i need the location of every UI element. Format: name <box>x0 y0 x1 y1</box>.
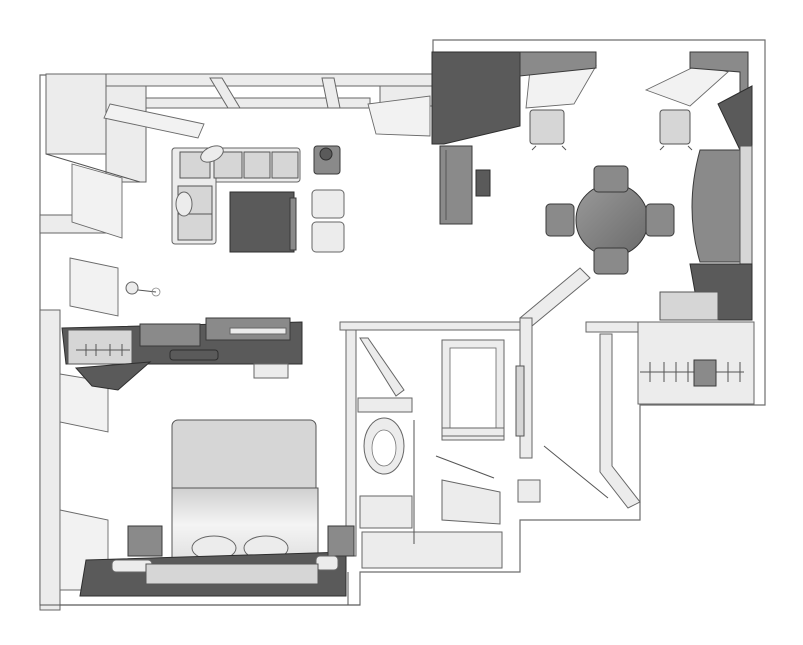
dining-set <box>529 109 693 275</box>
curtain-left-upper <box>71 163 123 239</box>
dining-wall-dark <box>431 51 753 151</box>
diagonal-wall <box>519 267 591 459</box>
bed <box>79 419 355 597</box>
kitchen-counter <box>439 145 491 225</box>
curtain-top-center <box>367 95 431 137</box>
banquette <box>659 145 753 321</box>
left-column <box>39 73 147 611</box>
top-window-frame <box>99 73 434 109</box>
curtain-dining-right <box>644 63 729 107</box>
bedroom-storage <box>61 317 303 391</box>
bedroom-bottom-wall <box>40 572 360 606</box>
curtain-left-mid <box>69 257 119 317</box>
living-furniture <box>125 145 345 297</box>
sofa <box>171 145 301 245</box>
closet-right <box>543 321 755 509</box>
curtain-top-left <box>103 103 205 139</box>
